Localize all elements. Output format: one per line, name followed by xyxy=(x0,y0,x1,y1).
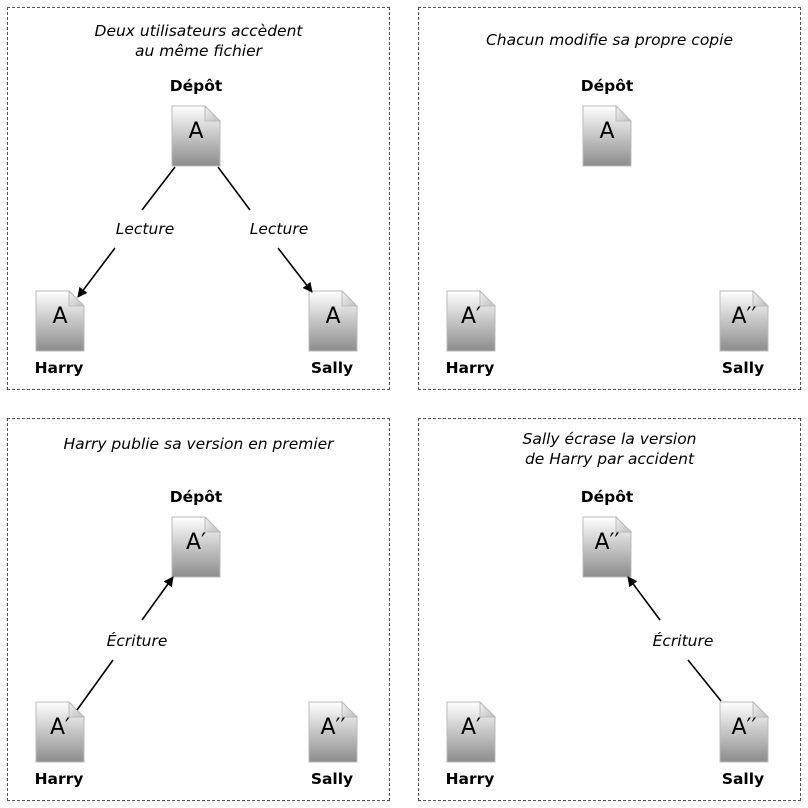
harry-document-icon: A′ xyxy=(35,701,85,763)
edge-label-write: Écriture xyxy=(652,632,714,650)
document-letter: A′ xyxy=(49,715,71,740)
repo-document-icon: A xyxy=(582,105,632,167)
document-letter: A xyxy=(325,304,341,329)
document-letter: A xyxy=(188,119,204,144)
repo-label: Dépôt xyxy=(580,77,634,95)
harry-document-icon: A′ xyxy=(446,701,496,763)
repo-document-icon: A xyxy=(171,105,221,167)
panel-title: Deux utilisateurs accèdent au même fichi… xyxy=(94,22,303,60)
edge-label-read-right: Lecture xyxy=(249,220,309,238)
panel-title: Harry publie sa version en premier xyxy=(63,435,334,453)
edge-label-write: Écriture xyxy=(106,632,168,650)
sally-label: Sally xyxy=(310,359,354,377)
repo-label: Dépôt xyxy=(580,488,634,506)
document-letter: A′′ xyxy=(320,715,346,740)
panel-4: Sally écrase la version de Harry par acc… xyxy=(418,418,801,801)
panel-3: Harry publie sa version en premier xyxy=(7,418,390,801)
harry-document-icon: A′ xyxy=(446,290,496,352)
sally-document-icon: A xyxy=(308,290,358,352)
edge-label-read-left: Lecture xyxy=(115,220,175,238)
repo-document-icon: A′ xyxy=(171,516,221,578)
document-letter: A xyxy=(599,119,615,144)
document-letter: A′′ xyxy=(731,715,757,740)
panel-title: Sally écrase la version de Harry par acc… xyxy=(522,430,697,468)
panel-2: Chacun modifie sa propre copie xyxy=(418,7,801,390)
sally-label: Sally xyxy=(721,359,765,377)
document-letter: A′′ xyxy=(594,530,620,555)
panel-title: Chacun modifie sa propre copie xyxy=(485,31,733,49)
document-letter: A′′ xyxy=(731,304,757,329)
harry-label: Harry xyxy=(445,359,495,377)
document-letter: A′ xyxy=(460,715,482,740)
document-letter: A xyxy=(52,304,68,329)
document-letter: A′ xyxy=(185,530,207,555)
harry-label: Harry xyxy=(445,770,495,788)
panel-1: Deux utilisateurs accèdent au même fichi… xyxy=(7,7,390,390)
sally-document-icon: A′′ xyxy=(308,701,358,763)
repo-document-icon: A′′ xyxy=(582,516,632,578)
document-letter: A′ xyxy=(460,304,482,329)
repo-label: Dépôt xyxy=(169,488,223,506)
repo-label: Dépôt xyxy=(169,77,223,95)
harry-document-icon: A xyxy=(35,290,85,352)
sally-document-icon: A′′ xyxy=(719,290,769,352)
harry-label: Harry xyxy=(34,359,84,377)
sally-label: Sally xyxy=(310,770,354,788)
harry-label: Harry xyxy=(34,770,84,788)
sally-label: Sally xyxy=(721,770,765,788)
sally-document-icon: A′′ xyxy=(719,701,769,763)
